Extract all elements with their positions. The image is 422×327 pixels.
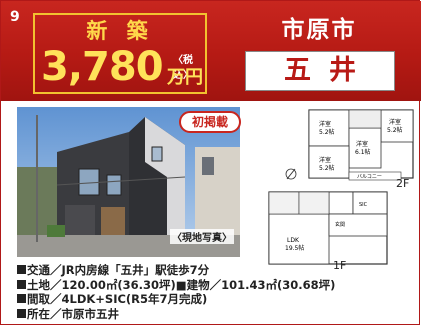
entrance-label: 玄関 [335,221,345,228]
price-value: 3,780 [41,44,164,90]
sic-label: SIC [359,202,368,208]
room-label-2f-4: 洋室 [319,156,331,164]
photo-caption: 〈現地写真〉 [170,229,234,244]
floor-1f-plan: LDK 19.5帖 玄関 SIC [268,191,388,265]
listing-number: 9 [10,9,20,25]
bullet-square-icon [17,294,26,303]
room-label-2f-1: 洋室 [319,120,331,128]
new-listing-badge: 初掲載 [179,111,241,133]
room-size-2f-4: 5.2帖 [319,164,335,172]
floor-plan[interactable]: 洋室 5.2帖 洋室 5.2帖 洋室 6.1帖 洋室 5.2帖 バルコニー [247,106,419,276]
site-photo[interactable] [17,107,240,257]
room-label-2f-2: 洋室 [389,118,401,126]
compass-icon [285,168,297,180]
bullet-square-icon [17,308,26,318]
room-label-2f-3: 洋室 [356,140,368,148]
detail-row-location: 所在／市原市五井 [17,307,417,322]
balcony-label: バルコニー [357,174,382,180]
area-name: 五井 [284,55,374,86]
room-size-2f-3: 6.1帖 [355,148,371,156]
card-header: 9 新 築 3,780 〈税込〉 万円 市原市 五井 [1,1,421,101]
house-photo-illustration [17,107,240,257]
bullet-square-icon [17,265,26,274]
room-size-2f-2: 5.2帖 [387,126,403,134]
bullet-square-icon [17,279,26,289]
floor-2f-plan: 洋室 5.2帖 洋室 5.2帖 洋室 6.1帖 洋室 5.2帖 バルコニー [308,109,414,181]
area-box: 五井 [245,51,395,91]
ldk-size: 19.5帖 [285,244,304,252]
ldk-label: LDK [287,237,300,244]
floor-2f-label: 2F [396,177,410,190]
new-build-label: 新 築 [86,19,154,43]
detail-row-layout: 間取／4LDK+SIC(R5年7月完成) [17,292,417,307]
floor-plan-drawing: 洋室 5.2帖 洋室 5.2帖 洋室 6.1帖 洋室 5.2帖 バルコニー [268,109,414,265]
property-details: 交通／JR内房線「五井」駅徒歩7分 土地／120.00㎡(36.30坪)■建物／… [17,263,417,321]
price-unit: 万円 [167,67,203,88]
tax-note: 〈税込〉 [173,55,193,81]
city-name: 市原市 [281,17,357,43]
floor-1f-label: 1F [333,259,347,272]
price-box: 新 築 3,780 〈税込〉 万円 [33,13,207,94]
detail-row-land: 土地／120.00㎡(36.30坪)■建物／101.43㎡(30.68坪) [17,278,417,293]
detail-row-access: 交通／JR内房線「五井」駅徒歩7分 [17,263,417,278]
room-size-2f-1: 5.2帖 [319,128,335,136]
